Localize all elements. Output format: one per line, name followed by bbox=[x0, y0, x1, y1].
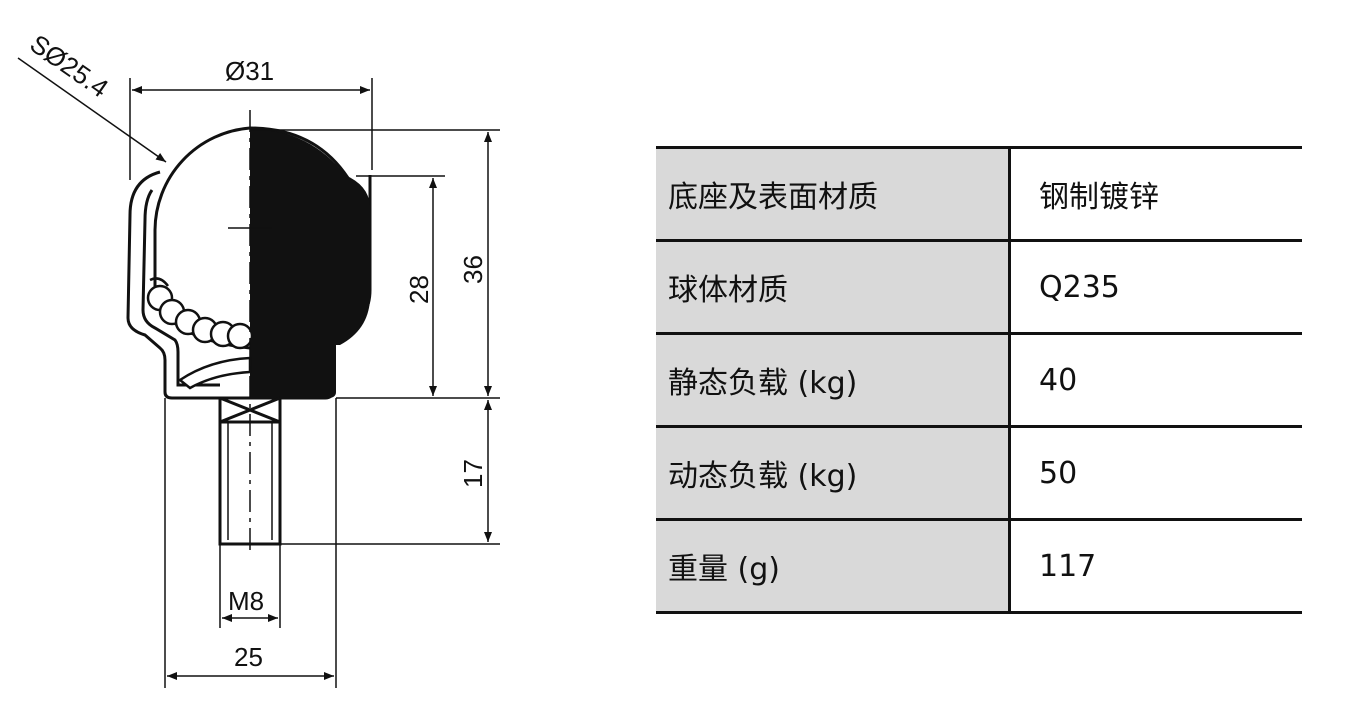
dim-height-28: 28 bbox=[404, 275, 434, 304]
spec-label: 重量 (g) bbox=[656, 518, 1011, 614]
spec-value: Q235 bbox=[1009, 239, 1302, 335]
table-row: 球体材质 Q235 bbox=[656, 239, 1302, 335]
spec-table: 底座及表面材质 钢制镀锌 球体材质 Q235 静态负载 (kg) 40 动态负载… bbox=[656, 146, 1302, 614]
ball-sphere bbox=[153, 126, 370, 350]
table-row: 重量 (g) 117 bbox=[656, 518, 1302, 614]
support-balls bbox=[146, 277, 254, 350]
dimension-lines bbox=[17, 57, 492, 680]
dim-height-36: 36 bbox=[458, 255, 488, 284]
spec-value: 50 bbox=[1009, 425, 1302, 521]
table-row: 底座及表面材质 钢制镀锌 bbox=[656, 146, 1302, 242]
spec-label: 球体材质 bbox=[656, 239, 1011, 335]
dim-sphere-radius: SØ25.4 bbox=[25, 28, 114, 103]
table-row: 静态负载 (kg) 40 bbox=[656, 332, 1302, 428]
housing-base bbox=[177, 345, 336, 398]
spec-label: 静态负载 (kg) bbox=[656, 332, 1011, 428]
spec-value: 钢制镀锌 bbox=[1009, 146, 1302, 242]
dim-stud-length: 17 bbox=[458, 459, 488, 488]
spec-value: 40 bbox=[1009, 332, 1302, 428]
table-row: 动态负载 (kg) 50 bbox=[656, 425, 1302, 521]
dim-base-width: 25 bbox=[234, 642, 263, 672]
spec-label: 底座及表面材质 bbox=[656, 146, 1011, 242]
dim-housing-diameter: Ø31 bbox=[225, 56, 274, 86]
spec-value: 117 bbox=[1009, 518, 1302, 614]
ball-transfer-unit-drawing: SØ25.4 Ø31 28 36 17 M8 25 bbox=[17, 28, 500, 688]
extension-lines bbox=[129, 78, 500, 688]
spec-label: 动态负载 (kg) bbox=[656, 425, 1011, 521]
dim-thread: M8 bbox=[228, 586, 264, 616]
